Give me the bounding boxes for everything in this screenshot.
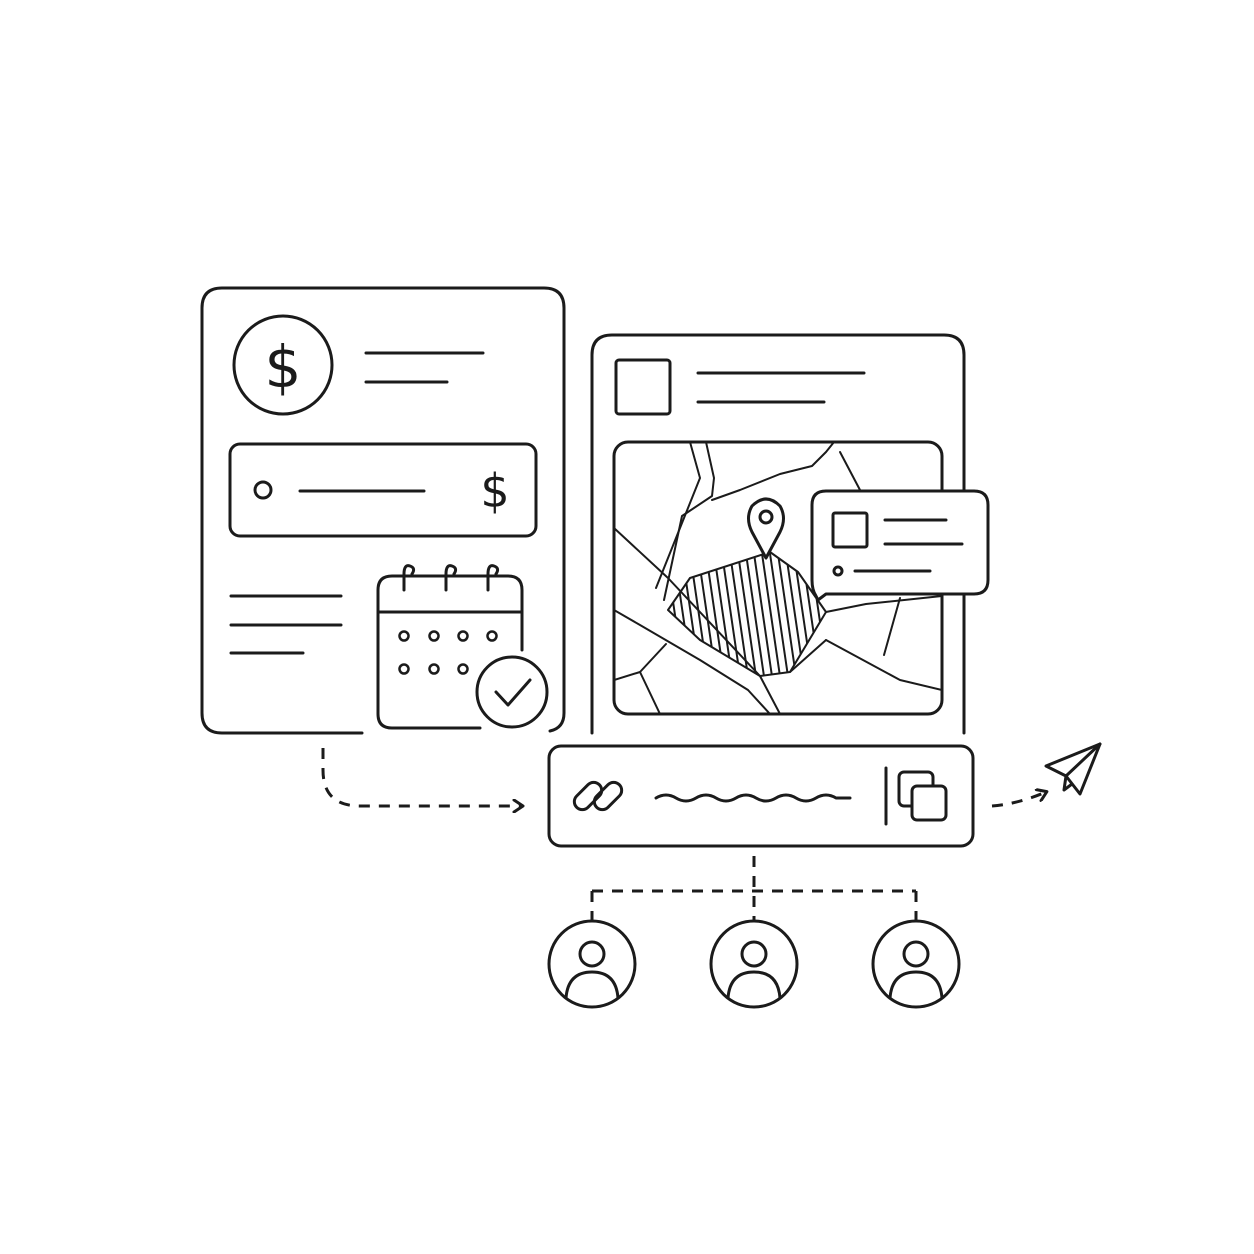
checkmark-badge-icon: [475, 655, 549, 729]
recipient-connectors: [590, 856, 918, 920]
calendar-day-dots: [398, 630, 498, 675]
payment-card-frame: [200, 286, 566, 735]
copy-icon[interactable]: [897, 770, 948, 822]
paper-plane-icon[interactable]: [1044, 742, 1102, 796]
dollar-coin-icon: $: [232, 314, 334, 416]
popup-thumbnail-icon: [831, 511, 869, 549]
calendar-icon[interactable]: [376, 564, 524, 730]
thumbnail-icon: [614, 358, 672, 416]
amount-field[interactable]: $: [228, 442, 538, 538]
user-avatar-icon[interactable]: [709, 919, 799, 1009]
user-avatar-icon[interactable]: [871, 919, 961, 1009]
map-pin-icon[interactable]: [747, 497, 785, 560]
user-avatar-icon[interactable]: [547, 919, 637, 1009]
map-card: [590, 333, 990, 735]
share-link-bar[interactable]: [547, 744, 975, 848]
map-card-frame: [590, 333, 966, 735]
map-roads: [614, 442, 942, 714]
dollar-sign: $: [265, 333, 302, 401]
flow-arrow-to-link: [321, 748, 522, 806]
link-url-placeholder: [654, 793, 852, 803]
popup-dot-icon: [832, 565, 844, 577]
recipients: [547, 919, 961, 1009]
amount-currency-symbol: $: [480, 464, 509, 518]
link-icon[interactable]: [571, 779, 625, 813]
payment-card: $ $: [200, 286, 566, 735]
radio-dot-icon: [253, 480, 273, 500]
flow-arrow-to-send: [991, 792, 1046, 808]
location-info-popup[interactable]: [810, 489, 990, 602]
